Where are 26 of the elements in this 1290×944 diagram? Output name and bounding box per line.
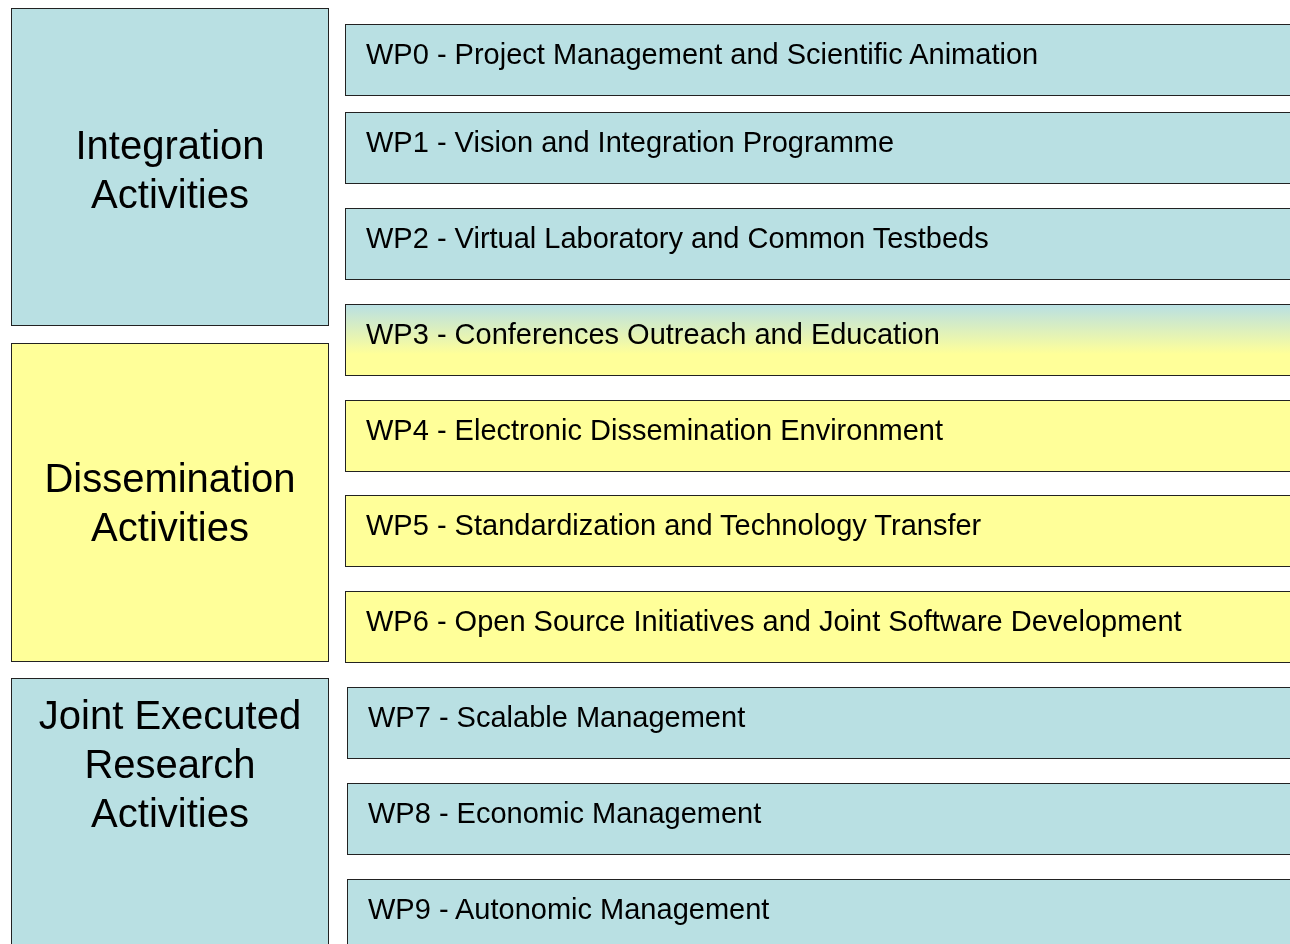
work-package-box bbox=[345, 208, 1290, 280]
category-title: Joint Executed Research Activities bbox=[37, 692, 303, 837]
work-package-box bbox=[345, 24, 1290, 96]
work-package-title: WP4 - Electronic Dissemination Environment bbox=[366, 413, 943, 447]
category-box bbox=[11, 343, 329, 662]
work-package-box bbox=[345, 304, 1290, 376]
work-package-title: WP7 - Scalable Management bbox=[368, 700, 746, 734]
work-package-title: WP0 - Project Management and Scientific Animation bbox=[366, 37, 1039, 71]
work-package-title: WP3 - Conferences Outreach and Education bbox=[366, 317, 940, 351]
work-package-title: WP9 - Autonomic Management bbox=[368, 892, 770, 926]
category-box bbox=[11, 678, 329, 944]
work-package-title: WP2 - Virtual Laboratory and Common Testbeds bbox=[366, 221, 989, 255]
work-package-box bbox=[345, 591, 1290, 663]
work-package-title: WP5 - Standardization and Technology Transfer bbox=[366, 508, 982, 542]
work-package-box bbox=[347, 879, 1290, 944]
work-package-title: WP6 - Open Source Initiatives and Joint Software Development bbox=[366, 604, 1182, 638]
work-package-box bbox=[347, 783, 1290, 855]
category-title: Dissemination Activities bbox=[43, 455, 297, 551]
work-package-box bbox=[345, 400, 1290, 472]
category-title: Integration Activities bbox=[74, 122, 266, 218]
category-box bbox=[11, 8, 329, 326]
work-package-box bbox=[345, 495, 1290, 567]
work-package-box bbox=[345, 112, 1290, 184]
work-package-title: WP8 - Economic Management bbox=[368, 796, 762, 830]
work-package-title: WP1 - Vision and Integration Programme bbox=[366, 125, 895, 159]
work-package-box bbox=[347, 687, 1290, 759]
